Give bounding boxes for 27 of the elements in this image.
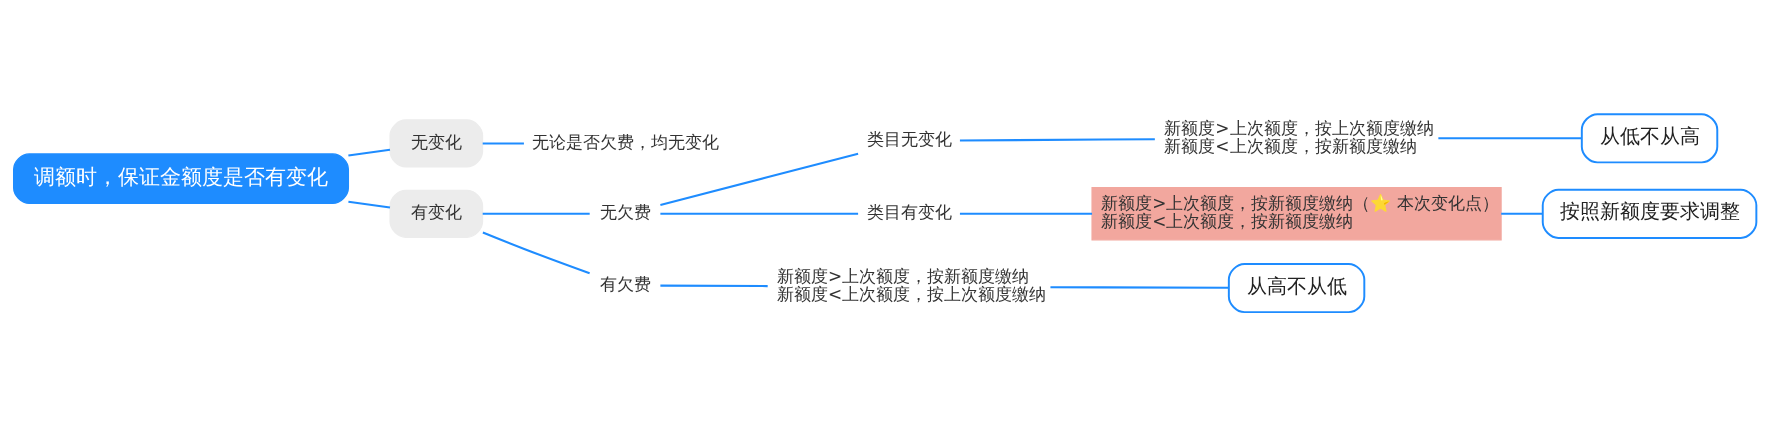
node-box: 调额时，保证金额度是否有变化 — [13, 152, 350, 204]
node-text: 类目有变化 — [866, 201, 952, 222]
node-text: 新额度>上次额度，按上次额度缴纳 新额度<上次额度，按新额度缴纳 — [1164, 117, 1434, 156]
connector — [482, 231, 590, 274]
node-text: 有欠费 — [599, 273, 651, 294]
connector — [660, 212, 859, 215]
node-box: 新额度>上次额度，按新额度缴纳（⭐ 本次变化点） 新额度<上次额度，按新额度缴纳 — [1091, 186, 1502, 240]
connector — [959, 137, 1155, 142]
node-box: 无变化 — [389, 118, 484, 168]
node-text: 无欠费 — [599, 201, 651, 222]
connector — [1438, 136, 1582, 139]
connector — [660, 284, 768, 287]
node-text: 无论是否欠费，均无变化 — [531, 131, 719, 152]
connector — [1501, 212, 1543, 215]
node-box: 按照新额度要求调整 — [1541, 188, 1758, 239]
node-box: 从低不从高 — [1580, 112, 1719, 163]
connector — [482, 141, 524, 144]
connector — [348, 148, 391, 157]
connector — [959, 212, 1093, 215]
node-text: 新额度>上次额度，按新额度缴纳 新额度<上次额度，按上次额度缴纳 — [776, 265, 1047, 304]
node-box: 有变化 — [389, 189, 484, 238]
node-box: 从高不从低 — [1227, 262, 1366, 313]
node-text: 类目无变化 — [866, 128, 952, 149]
connector — [348, 200, 391, 209]
connector — [660, 152, 859, 206]
connector — [482, 212, 590, 215]
connector — [1050, 285, 1229, 289]
